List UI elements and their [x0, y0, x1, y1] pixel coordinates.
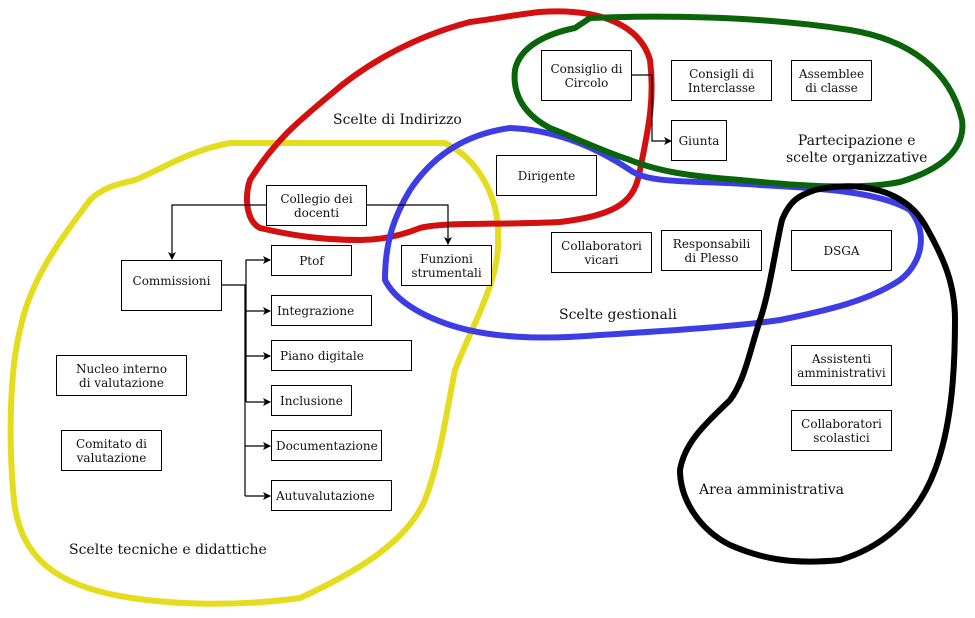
region-label-amministrativa: Area amministrativa	[699, 482, 844, 498]
region-outline-gestionali	[382, 125, 924, 341]
node-giunta[interactable]: Giunta	[671, 120, 727, 161]
edge-commissioni-trunk	[221, 284, 246, 496]
node-integrazione[interactable]: Integrazione	[271, 295, 372, 326]
region-outline-indirizzo	[244, 8, 655, 243]
edge-collegio-funzioni	[357, 204, 452, 245]
node-consiglio-circolo[interactable]: Consiglio di Circolo	[541, 50, 632, 101]
node-documentazione[interactable]: Documentazione	[271, 430, 382, 461]
node-ptof[interactable]: Ptof	[271, 245, 352, 276]
region-label-gestionali: Scelte gestionali	[559, 307, 677, 323]
node-collegio-docenti[interactable]: Collegio dei docenti	[266, 185, 367, 226]
node-comitato-valutazione[interactable]: Comitato di valutazione	[61, 430, 162, 471]
region-outline-tecniche	[7, 140, 502, 607]
region-outline-partecipazione	[511, 13, 966, 190]
edge-collegio-commissioni	[168, 204, 266, 260]
edge-consiglio-giunta	[632, 74, 672, 145]
node-commissioni[interactable]: Commissioni	[121, 260, 222, 311]
node-consigli-interclasse[interactable]: Consigli di Interclasse	[671, 60, 772, 101]
region-outline-amministrativa	[677, 183, 958, 565]
region-label-tecniche: Scelte tecniche e didattiche	[69, 542, 267, 558]
node-autuvalutazione[interactable]: Autuvalutazione	[271, 480, 392, 511]
edge-commissioni-ptof	[245, 256, 271, 285]
node-responsabili-plesso[interactable]: Responsabili di Plesso	[661, 230, 762, 271]
node-assistenti-amministrativi[interactable]: Assistenti amministrativi	[791, 345, 892, 386]
node-dsga[interactable]: DSGA	[791, 230, 892, 271]
node-funzioni-strumentali[interactable]: Funzioni strumentali	[401, 245, 492, 286]
node-collaboratori-scolastici[interactable]: Collaboratori scolastici	[791, 410, 892, 451]
region-label-partecipazione: Partecipazione e scelte organizzative	[786, 133, 928, 166]
node-piano-digitale[interactable]: Piano digitale	[271, 340, 412, 371]
region-label-indirizzo: Scelte di Indirizzo	[333, 112, 462, 128]
node-dirigente[interactable]: Dirigente	[496, 155, 597, 196]
node-inclusione[interactable]: Inclusione	[271, 385, 352, 416]
node-assemblee-classe[interactable]: Assemblee di classe	[791, 60, 872, 101]
node-collaboratori-vicari[interactable]: Collaboratori vicari	[551, 232, 652, 273]
node-nucleo-interno[interactable]: Nucleo interno di valutazione	[56, 355, 187, 396]
